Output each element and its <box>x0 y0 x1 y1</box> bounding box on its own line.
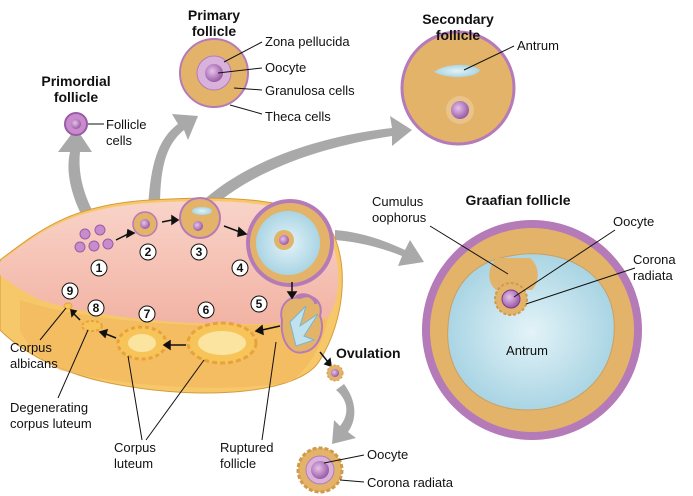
primordial-title-1: Primordial <box>41 73 110 89</box>
degenerating-corpus-luteum-label-2: corpus luteum <box>10 416 92 431</box>
primordial-title-2: follicle <box>54 89 99 105</box>
graafian-follicle <box>422 220 642 440</box>
ovary-primary-follicle <box>133 212 157 236</box>
stage-3: 3 <box>196 245 203 259</box>
corona-radiata-graafian-label-1: Corona <box>633 252 676 267</box>
degenerating-corpus-luteum-label-1: Degenerating <box>10 400 88 415</box>
ruptured-follicle-label-1: Ruptured <box>220 440 273 455</box>
stage-5: 5 <box>256 297 263 311</box>
follicle-cells-label-2: cells <box>106 133 133 148</box>
ovary-secondary-follicle <box>180 198 220 238</box>
ruptured-follicle-shape <box>281 295 322 353</box>
antrum-graafian-label: Antrum <box>506 343 548 358</box>
arrow-to-primary <box>148 114 198 210</box>
corpus-luteum-stage7 <box>118 327 166 359</box>
corpus-luteum-label-1: Corpus <box>114 440 156 455</box>
ovary-graafian-follicle <box>248 201 332 285</box>
primary-follicle <box>180 39 248 107</box>
follicle-cells-label-1: Follicle <box>106 117 146 132</box>
stage-7: 7 <box>144 307 151 321</box>
secondary-title-2: follicle <box>436 27 481 43</box>
primary-title-1: Primary <box>188 7 240 23</box>
arrow-to-primordial <box>58 128 92 212</box>
corpus-albicans-shape <box>64 303 72 309</box>
oocyte-primary-label: Oocyte <box>265 60 306 75</box>
stage-1: 1 <box>96 261 103 275</box>
corpus-albicans-label-2: albicans <box>10 356 58 371</box>
corpus-albicans-label-1: Corpus <box>10 340 52 355</box>
stage-9: 9 <box>67 284 74 298</box>
released-oocyte <box>298 448 342 492</box>
corpus-luteum-stage6 <box>188 323 256 363</box>
corpus-luteum-label-2: luteum <box>114 456 153 471</box>
secondary-follicle <box>402 32 514 144</box>
stage-8: 8 <box>93 301 100 315</box>
oocyte-released-label: Oocyte <box>367 447 408 462</box>
antrum-secondary-label: Antrum <box>517 38 559 53</box>
oocyte-graafian-label: Oocyte <box>613 214 654 229</box>
corona-radiata-graafian-label-2: radiata <box>633 268 674 283</box>
primordial-follicle <box>65 113 87 135</box>
ovulation-title: Ovulation <box>336 345 401 361</box>
ruptured-follicle-label-2: follicle <box>220 456 256 471</box>
arrow-to-released-oocyte <box>332 384 356 444</box>
graafian-title: Graafian follicle <box>465 192 570 208</box>
zona-pellucida-label: Zona pellucida <box>265 34 350 49</box>
cumulus-oophorus-label-1: Cumulus <box>372 194 424 209</box>
arrow-to-graafian <box>335 230 424 266</box>
granulosa-cells-label: Granulosa cells <box>265 83 355 98</box>
stage-4: 4 <box>237 261 244 275</box>
primary-title-2: follicle <box>192 23 237 39</box>
stage-2: 2 <box>145 245 152 259</box>
ovulated-oocyte-small <box>327 365 343 381</box>
theca-cells-label: Theca cells <box>265 109 331 124</box>
arrow-to-secondary <box>206 116 412 206</box>
corona-radiata-released-label: Corona radiata <box>367 475 454 490</box>
secondary-title-1: Secondary <box>422 11 494 27</box>
cumulus-oophorus-label-2: oophorus <box>372 210 427 225</box>
degenerating-corpus-luteum-shape <box>82 321 102 331</box>
stage-6: 6 <box>203 303 210 317</box>
